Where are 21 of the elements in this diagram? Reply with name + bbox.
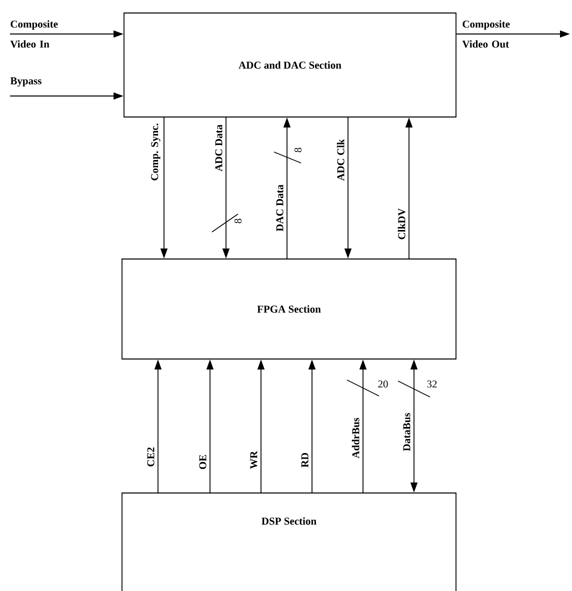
bus-width: 8 <box>234 218 242 224</box>
bus-width: 20 <box>378 380 388 388</box>
bus-width: 32 <box>427 380 437 388</box>
edge-label: ADC Data <box>215 124 222 172</box>
edge-label: Composite Video Out <box>462 20 510 48</box>
edge-label: OE <box>199 454 206 470</box>
section-box: ADC and DAC Section <box>124 12 456 118</box>
section-box: FPGA Section <box>122 258 456 360</box>
edge-label: ClkDV <box>398 208 406 240</box>
edge-label: ADC Clk <box>336 139 344 181</box>
edge-label: Bypass <box>10 77 42 87</box>
edge-label: DataBus <box>403 413 410 452</box>
edge-label: Composite Video In <box>10 20 58 48</box>
edge-label: RD <box>301 452 308 468</box>
edge-label: AddrBus <box>352 418 360 458</box>
edge-label: Comp. Sync. <box>151 124 160 180</box>
bus-width: 8 <box>294 148 302 152</box>
edge-label: CE2 <box>147 448 154 466</box>
section-box: DSP Section <box>122 492 456 591</box>
edge-label: WR <box>250 450 258 469</box>
edge-label: DAC Data <box>276 184 284 232</box>
